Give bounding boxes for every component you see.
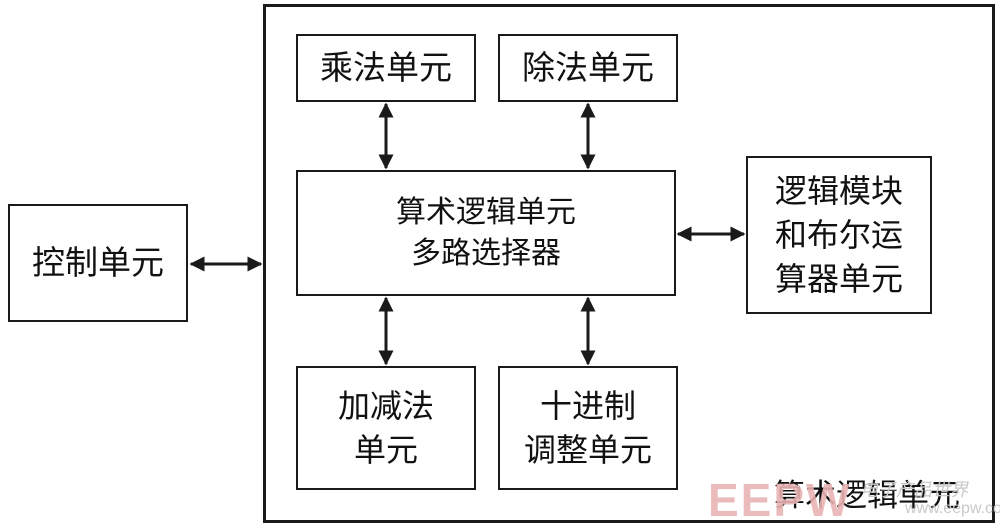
logic-boolean-unit-box: 逻辑模块 和布尔运 算器单元 bbox=[746, 156, 932, 314]
divider-unit-label: 除法单元 bbox=[522, 48, 654, 87]
alu-container-caption: 算术逻辑单元 bbox=[774, 478, 960, 514]
eepw-watermark-tagline: 电子产品世界 bbox=[860, 480, 968, 501]
control-unit-box: 控制单元 bbox=[8, 204, 188, 322]
decimal-unit-label-line1: 十进制 bbox=[539, 387, 636, 425]
addsub-unit-box: 加减法 单元 bbox=[296, 366, 476, 490]
alu-mux-box: 算术逻辑单元 多路选择器 bbox=[296, 170, 676, 296]
divider-unit-box: 除法单元 bbox=[498, 34, 678, 102]
decimal-unit-label-line2: 调整单元 bbox=[523, 431, 652, 469]
control-unit-label: 控制单元 bbox=[32, 243, 164, 282]
logic-unit-label-line1: 逻辑模块 bbox=[774, 172, 903, 210]
multiplier-unit-label: 乘法单元 bbox=[320, 48, 452, 87]
eepw-watermark-url: www.eepw.com.cn bbox=[905, 500, 1000, 517]
multiplier-unit-box: 乘法单元 bbox=[296, 34, 476, 102]
addsub-unit-label-line2: 单元 bbox=[353, 431, 418, 469]
alu-mux-label-line1: 算术逻辑单元 bbox=[396, 195, 576, 230]
logic-unit-label-line3: 算器单元 bbox=[774, 260, 903, 298]
alu-mux-label-line2: 多路选择器 bbox=[411, 236, 561, 271]
addsub-unit-label-line1: 加减法 bbox=[337, 387, 434, 425]
decimal-adjust-unit-box: 十进制 调整单元 bbox=[498, 366, 678, 490]
logic-unit-label-line2: 和布尔运 bbox=[774, 216, 903, 254]
eepw-watermark-logo: EEPW bbox=[708, 474, 852, 526]
